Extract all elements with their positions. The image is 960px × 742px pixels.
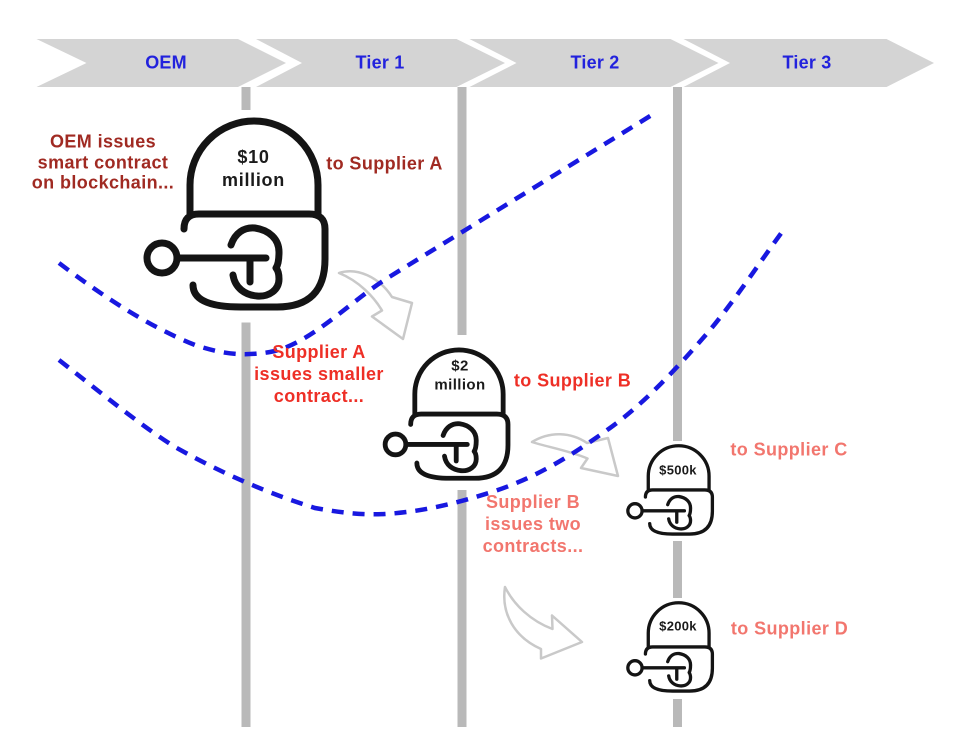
oem-note: OEM issues smart contract on blockchain.… <box>32 131 174 193</box>
tier-banner <box>36 39 934 87</box>
supplier-b-note-line2: issues two <box>484 514 582 534</box>
oem-note-line3: on blockchain... <box>31 172 175 193</box>
supplier-b-note-line1: Supplier B <box>485 492 580 512</box>
contract-value-oem: $10 million <box>222 146 285 192</box>
banner-label-oem: OEM <box>145 52 187 72</box>
contract-value-a-line2: million <box>434 376 486 394</box>
supplier-a-note-line1: Supplier A <box>272 341 366 362</box>
tier-line-3-upper <box>673 87 682 441</box>
arrow-a-to-b-icon <box>530 433 620 478</box>
contract-value-oem-line2: million <box>222 169 285 190</box>
oem-note-line1: OEM issues <box>49 131 157 152</box>
contract-value-a: $2 million <box>434 356 485 395</box>
lock-supplier-b-contract-2 <box>625 598 716 695</box>
tier-line-2-lower <box>457 490 467 727</box>
tier-line-3-lower <box>673 699 682 727</box>
contract-value-b1: $500k <box>659 462 697 478</box>
chevron-tier3 <box>683 39 934 87</box>
oem-note-line2: smart contract <box>37 151 169 172</box>
supplier-b-note-line3: contracts... <box>482 536 584 556</box>
dashed-curve-lower <box>57 230 784 517</box>
tier-line-1-lower <box>241 322 251 727</box>
dashed-curve-upper <box>57 111 657 357</box>
arrow-b-down-icon <box>503 585 584 660</box>
contract-value-a-line1: $2 <box>451 357 469 374</box>
chevron-tier1 <box>256 39 505 87</box>
supplier-b-note: Supplier B issues two contracts... <box>483 491 584 557</box>
dashed-sweep-curves <box>57 111 784 517</box>
chevron-oem <box>36 39 286 87</box>
chevron-tier2 <box>469 39 719 87</box>
banner-label-tier2: Tier 2 <box>570 52 620 72</box>
tier-line-2-upper <box>457 87 467 335</box>
recipient-supplier-a: to Supplier A <box>326 153 443 174</box>
lock-supplier-b-contract-1 <box>625 441 716 538</box>
recipient-supplier-d: to Supplier D <box>730 618 849 639</box>
supplier-a-note-line2: issues smaller <box>254 363 384 384</box>
recipient-supplier-b: to Supplier B <box>513 370 632 390</box>
tier-line-3-middle <box>673 541 682 598</box>
supplier-a-note-line3: contract... <box>273 385 365 406</box>
banner-label-tier3: Tier 3 <box>782 52 832 72</box>
banner-label-tier1: Tier 1 <box>355 52 405 72</box>
contract-value-oem-line1: $10 <box>237 146 270 167</box>
contract-value-b2: $200k <box>659 618 697 633</box>
arrow-oem-to-a-icon <box>337 270 414 341</box>
tier-divider-lines <box>241 87 682 727</box>
recipient-supplier-c: to Supplier C <box>730 439 848 459</box>
handoff-arrows <box>337 270 620 660</box>
tier-line-1-upper <box>241 87 251 110</box>
supplier-a-note: Supplier A issues smaller contract... <box>254 341 384 407</box>
